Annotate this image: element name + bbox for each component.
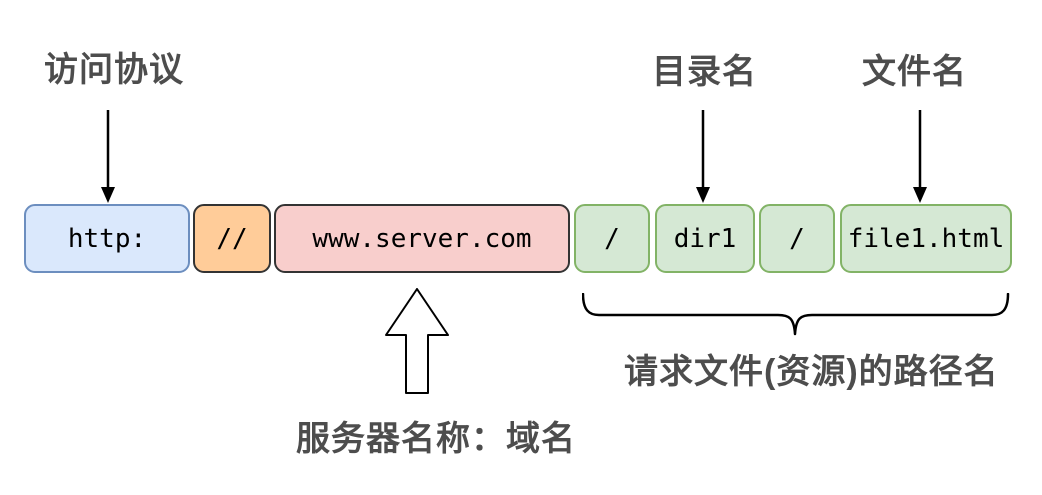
underbrace-icon bbox=[582, 293, 1010, 336]
server-label: 服务器名称：域名 bbox=[296, 420, 576, 458]
down-arrow-icon bbox=[913, 110, 927, 203]
up-arrow-icon bbox=[385, 288, 449, 394]
url-segment-separator: // bbox=[193, 204, 271, 273]
url-segment-slash-2: / bbox=[759, 204, 835, 273]
url-segment-slash-1: / bbox=[574, 204, 650, 273]
protocol-label: 访问协议 bbox=[44, 51, 184, 89]
down-arrow-icon bbox=[696, 110, 710, 203]
url-segment-domain: www.server.com bbox=[274, 204, 570, 273]
directory-label: 目录名 bbox=[652, 53, 757, 91]
filename-label: 文件名 bbox=[862, 53, 967, 91]
url-segment-file: file1.html bbox=[840, 204, 1012, 273]
url-segment-protocol: http: bbox=[24, 204, 190, 273]
down-arrow-icon bbox=[101, 110, 115, 203]
url-segment-directory: dir1 bbox=[655, 204, 755, 273]
path-label: 请求文件(资源)的路径名 bbox=[624, 353, 999, 391]
